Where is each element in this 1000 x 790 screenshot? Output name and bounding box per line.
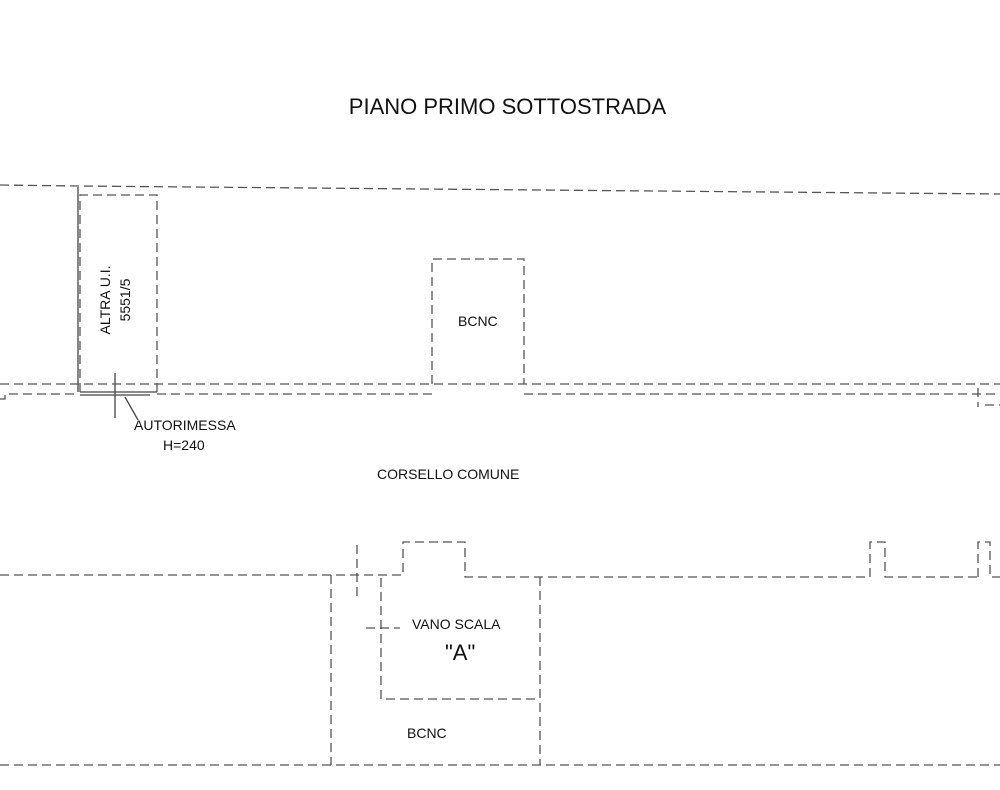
top-boundary xyxy=(0,184,1000,195)
corridor-lower-line xyxy=(0,541,870,578)
vano-scala-label: VANO SCALA xyxy=(412,616,501,632)
autorimessa-label: AUTORIMESSA xyxy=(134,417,236,433)
vano-scala-id: "A" xyxy=(445,640,476,665)
corsello-label: CORSELLO COMUNE xyxy=(377,466,520,482)
bcnc-top-label: BCNC xyxy=(458,313,498,329)
altra-ui-box xyxy=(79,194,158,392)
right-niche-2 xyxy=(977,541,1000,578)
altra-ui-label: ALTRA U.I. 5551/5 xyxy=(95,255,135,345)
right-niche-1 xyxy=(869,541,978,578)
bcnc-top-room xyxy=(431,258,525,384)
altra-ui-number: 5551/5 xyxy=(117,278,133,322)
corridor-upper-line-2 xyxy=(0,393,78,400)
altra-ui-text: ALTRA U.I. xyxy=(97,265,113,335)
bcnc-bottom-label: BCNC xyxy=(407,725,447,741)
leader-line xyxy=(124,396,139,421)
vano-scala-room xyxy=(380,578,540,700)
height-label: H=240 xyxy=(163,437,205,453)
drawing-title: PIANO PRIMO SOTTOSTRADA xyxy=(348,94,667,119)
